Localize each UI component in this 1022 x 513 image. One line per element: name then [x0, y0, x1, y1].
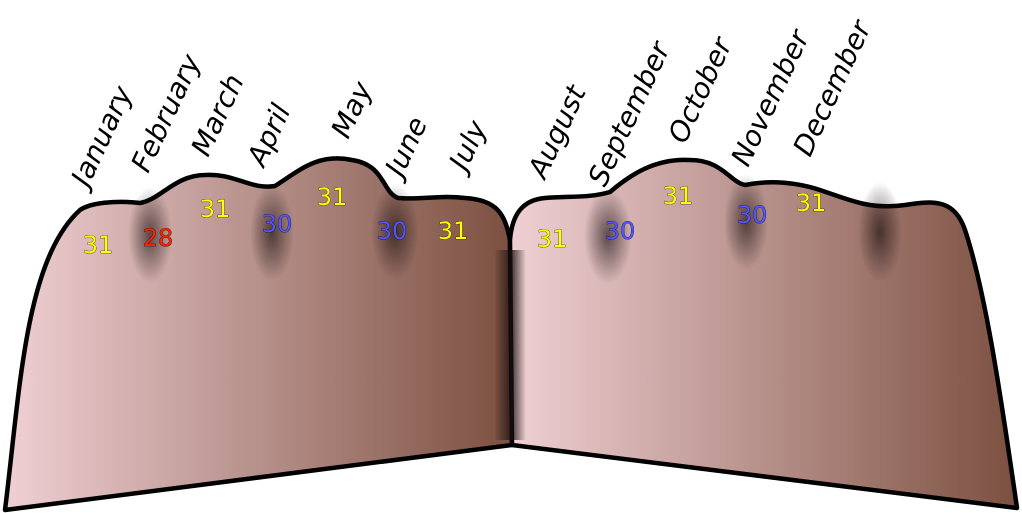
day-count-december: 31 [796, 189, 827, 217]
shade-september [584, 188, 632, 284]
day-count-february: 28 [143, 224, 174, 252]
day-count-january: 31 [83, 231, 114, 259]
day-count-november: 30 [737, 201, 768, 229]
day-count-may: 31 [317, 183, 348, 211]
day-count-october: 31 [663, 182, 694, 210]
month-label-may: May [324, 76, 379, 143]
month-label-july: July [440, 115, 493, 180]
day-count-august: 31 [537, 225, 568, 253]
month-label-june: June [376, 112, 434, 186]
valley-shading [128, 174, 902, 440]
month-label-april: April [240, 99, 298, 173]
day-count-september: 30 [605, 217, 636, 245]
shade-february [128, 187, 172, 283]
shade-june [371, 184, 419, 280]
shade-april [250, 185, 294, 281]
shade-center-seam [494, 250, 526, 440]
month-label-january: January [62, 80, 139, 195]
day-count-june: 30 [377, 217, 408, 245]
day-count-march: 31 [200, 195, 231, 223]
day-count-april: 30 [262, 210, 293, 238]
day-count-july: 31 [438, 217, 469, 245]
month-label-october: October [661, 31, 739, 148]
month-label-august: August [521, 79, 594, 184]
month-label-february: February [124, 49, 207, 177]
shade-outer-right [858, 182, 902, 282]
shade-november [724, 174, 768, 270]
